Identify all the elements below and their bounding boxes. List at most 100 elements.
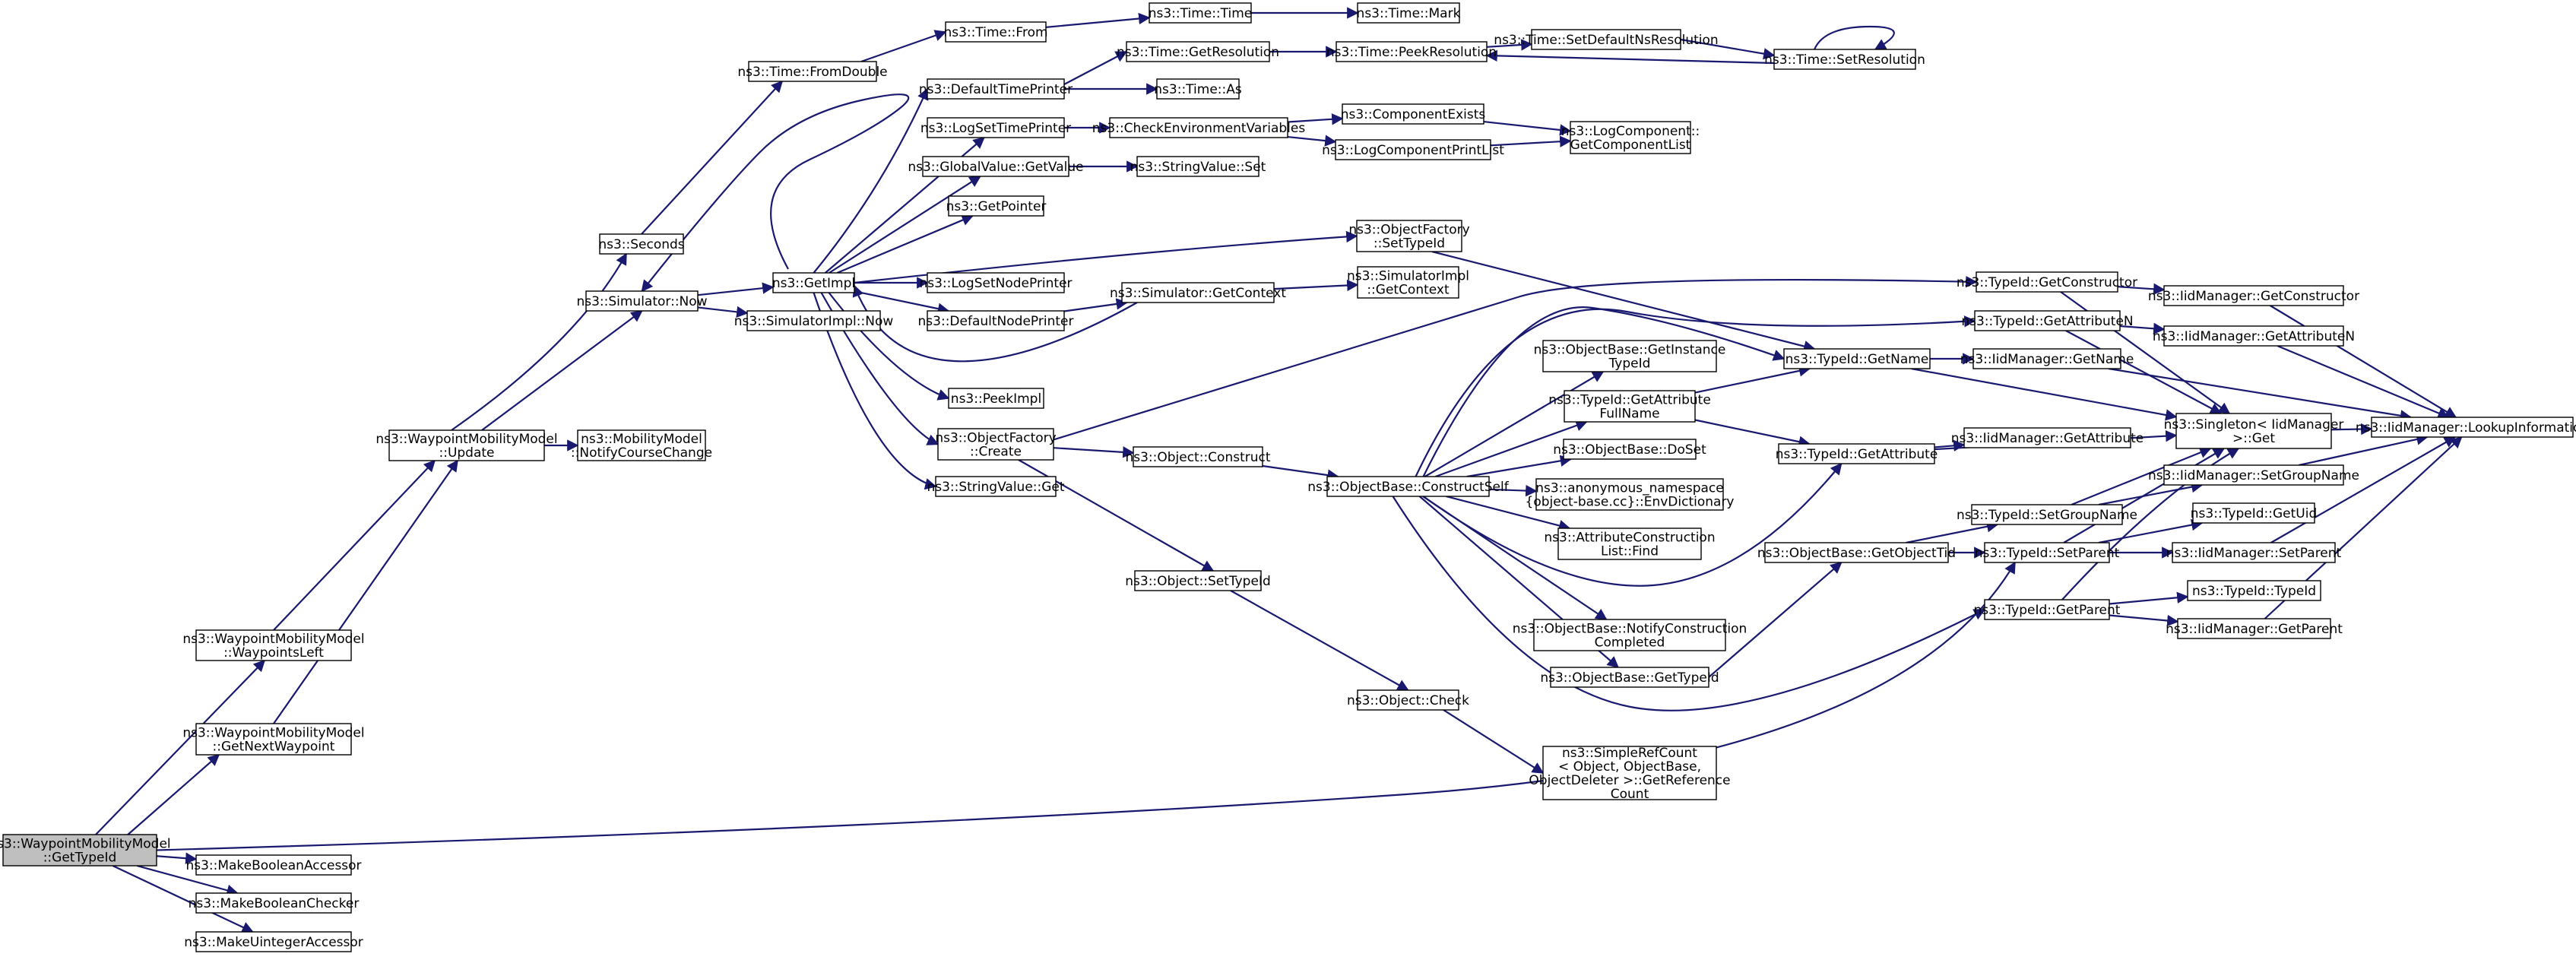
node-iidgetattr[interactable]: ns3::IidManager::GetAttribute <box>1951 427 2143 448</box>
node-label: ns3::Time::PeekResolution <box>1326 45 1497 60</box>
node-bool_acc[interactable]: ns3::MakeBooleanAccessor <box>185 854 362 876</box>
node-notify[interactable]: ns3::MobilityModel::NotifyCourseChange <box>571 429 712 461</box>
edge-constructself-to-doset <box>1466 455 1573 478</box>
node-lookup[interactable]: ns3::IidManager::LookupInformation <box>2356 417 2576 438</box>
node-box <box>1563 439 1697 460</box>
node-box <box>948 195 1044 217</box>
node-label: ns3::TypeId::GetParent <box>1974 603 2121 618</box>
node-wp_left[interactable]: ns3::WaypointMobilityModel::WaypointsLef… <box>182 629 365 661</box>
node-label: ns3::WaypointMobilityModel <box>182 632 364 647</box>
node-getattrn[interactable]: ns3::TypeId::GetAttributeN <box>1961 310 2134 331</box>
node-label: {object-base.cc}::EnvDictionary <box>1526 495 1735 510</box>
node-from[interactable]: ns3::Time::From <box>943 21 1048 43</box>
node-label: ns3::Time::From <box>943 25 1047 40</box>
node-box <box>2163 325 2344 347</box>
node-logsetnp[interactable]: ns3::LogSetNodePrinter <box>919 272 1073 293</box>
node-strset[interactable]: ns3::StringValue::Set <box>1130 156 1266 177</box>
edge-update-to-seconds <box>451 252 627 431</box>
node-uint_acc[interactable]: ns3::MakeUintegerAccessor <box>184 931 363 952</box>
node-box <box>1542 746 1717 800</box>
node-box <box>2172 542 2336 563</box>
node-getcontext[interactable]: ns3::Simulator::GetContext <box>1110 282 1286 303</box>
node-getobjtid[interactable]: ns3::ObjectBase::GetObjectTid <box>1757 542 1956 563</box>
node-notifycc[interactable]: ns3::ObjectBase::NotifyConstructionCompl… <box>1513 619 1747 651</box>
edge-getparent-to-typeidtypeid <box>2109 591 2189 605</box>
node-wp_next[interactable]: ns3::WaypointMobilityModel::GetNextWaypo… <box>182 723 365 756</box>
node-singleton[interactable]: ns3::Singleton< IidManager>::Get <box>2164 413 2344 449</box>
node-envdict[interactable]: ns3::anonymous_namespace{object-base.cc}… <box>1526 478 1735 511</box>
node-getname[interactable]: ns3::TypeId::GetName <box>1783 348 1931 369</box>
node-defnp[interactable]: ns3::DefaultNodePrinter <box>918 310 1074 331</box>
node-label: ::GetContext <box>1367 283 1450 298</box>
node-getimpl[interactable]: ns3::GetImpl <box>772 272 855 293</box>
node-setgroup[interactable]: ns3::TypeId::SetGroupName <box>1957 504 2137 525</box>
node-setparent[interactable]: ns3::TypeId::SetParent <box>1975 542 2120 563</box>
node-as[interactable]: ns3::Time::As <box>1154 78 1242 100</box>
node-checkenv[interactable]: ns3::CheckEnvironmentVariables <box>1092 117 1306 138</box>
edge-root-to-setparent <box>156 561 2016 851</box>
node-label: ns3::TypeId::GetConstructor <box>1957 275 2137 290</box>
node-doset[interactable]: ns3::ObjectBase::DoSet <box>1553 439 1706 460</box>
node-objsettypeid[interactable]: ns3::Object::SetTypeId <box>1125 570 1271 591</box>
edge-constructself-to-getattrn <box>1415 308 1976 477</box>
edge-wp_next-to-update <box>273 459 458 724</box>
node-getctor[interactable]: ns3::TypeId::GetConstructor <box>1957 271 2137 293</box>
node-objconstruct[interactable]: ns3::Object::Construct <box>1125 446 1271 467</box>
node-seconds[interactable]: ns3::Seconds <box>598 233 685 255</box>
node-label: ns3::ObjectFactory <box>935 431 1056 446</box>
node-deftp[interactable]: ns3::DefaultTimePrinter <box>919 78 1073 100</box>
node-compexists[interactable]: ns3::ComponentExists <box>1341 103 1486 125</box>
node-box <box>195 629 352 661</box>
node-label: ::GetTypeId <box>43 851 117 866</box>
node-root[interactable]: ns3::WaypointMobilityModel::GetTypeId <box>0 834 171 867</box>
node-constructself[interactable]: ns3::ObjectBase::ConstructSelf <box>1307 476 1510 497</box>
node-getpointer[interactable]: ns3::GetPointer <box>946 195 1047 217</box>
node-logsettp[interactable]: ns3::LogSetTimePrinter <box>920 117 1071 138</box>
node-globalval[interactable]: ns3::GlobalValue::GetValue <box>908 156 1084 177</box>
node-iidsetparent[interactable]: ns3::IidManager::SetParent <box>2166 542 2342 563</box>
node-update[interactable]: ns3::WaypointMobilityModel::Update <box>375 429 558 461</box>
node-typeidtypeid[interactable]: ns3::TypeId::TypeId <box>2187 580 2321 601</box>
node-strget[interactable]: ns3::StringValue::Get <box>927 476 1065 497</box>
node-logcomplist[interactable]: ns3::LogComponent::GetComponentList <box>1561 121 1700 154</box>
node-ofcreate[interactable]: ns3::ObjectFactory::Create <box>935 428 1057 461</box>
node-iidgetattrn[interactable]: ns3::IidManager::GetAttributeN <box>2153 325 2355 347</box>
node-objcheck[interactable]: ns3::Object::Check <box>1347 689 1469 711</box>
node-iidgetname[interactable]: ns3::IidManager::GetName <box>1960 348 2134 369</box>
node-mark[interactable]: ns3::Time::Mark <box>1357 2 1461 24</box>
edge-now-to-implnow <box>697 306 749 318</box>
node-fromdouble[interactable]: ns3::Time::FromDouble <box>737 61 888 82</box>
node-setres[interactable]: ns3::Time::SetResolution <box>1764 49 1925 70</box>
node-label: ns3::StringValue::Get <box>927 480 1064 495</box>
node-getattr[interactable]: ns3::TypeId::GetAttribute <box>1776 443 1938 464</box>
node-peekimpl[interactable]: ns3::PeekImpl <box>948 388 1044 409</box>
node-iidsetgroup[interactable]: ns3::IidManager::SetGroupName <box>2148 464 2359 486</box>
node-label: ns3::StringValue::Set <box>1130 160 1266 175</box>
node-implctx[interactable]: ns3::SimulatorImpl::GetContext <box>1347 266 1469 299</box>
node-timetime[interactable]: ns3::Time::Time <box>1149 2 1253 24</box>
node-now[interactable]: ns3::Simulator::Now <box>576 290 708 312</box>
node-label: ::GetNextWaypoint <box>213 740 335 755</box>
node-simpleref[interactable]: ns3::SimpleRefCount< Object, ObjectBase,… <box>1529 746 1730 802</box>
node-logcpl[interactable]: ns3::LogComponentPrintList <box>1322 139 1504 160</box>
node-getparent[interactable]: ns3::TypeId::GetParent <box>1974 599 2121 620</box>
node-bool_chk[interactable]: ns3::MakeBooleanChecker <box>189 892 360 914</box>
node-ofsettype[interactable]: ns3::ObjectFactory::SetTypeId <box>1348 220 1470 252</box>
node-implnow[interactable]: ns3::SimulatorImpl::Now <box>734 310 894 331</box>
node-label: ns3::TypeId::GetName <box>1785 352 1929 367</box>
node-setdefns[interactable]: ns3::Time::SetDefaultNsResolution <box>1494 29 1719 50</box>
node-getres[interactable]: ns3::Time::GetResolution <box>1117 41 1279 62</box>
node-obgettypeid[interactable]: ns3::ObjectBase::GetTypeId <box>1540 667 1719 688</box>
node-label: ns3::IidManager::GetAttribute <box>1951 431 2143 446</box>
node-label: ns3::ObjectBase::ConstructSelf <box>1307 480 1509 495</box>
edge-getcontext-to-implctx <box>1273 279 1359 292</box>
node-getuid[interactable]: ns3::TypeId::GetUid <box>2191 502 2317 524</box>
node-iidgetparent[interactable]: ns3::IidManager::GetParent <box>2166 618 2343 639</box>
node-peekres[interactable]: ns3::Time::PeekResolution <box>1326 41 1497 62</box>
node-label: ns3::ObjectBase::GetInstance <box>1534 343 1726 358</box>
node-box <box>388 429 545 461</box>
node-iidgetctor[interactable]: ns3::IidManager::GetConstructor <box>2148 285 2359 306</box>
